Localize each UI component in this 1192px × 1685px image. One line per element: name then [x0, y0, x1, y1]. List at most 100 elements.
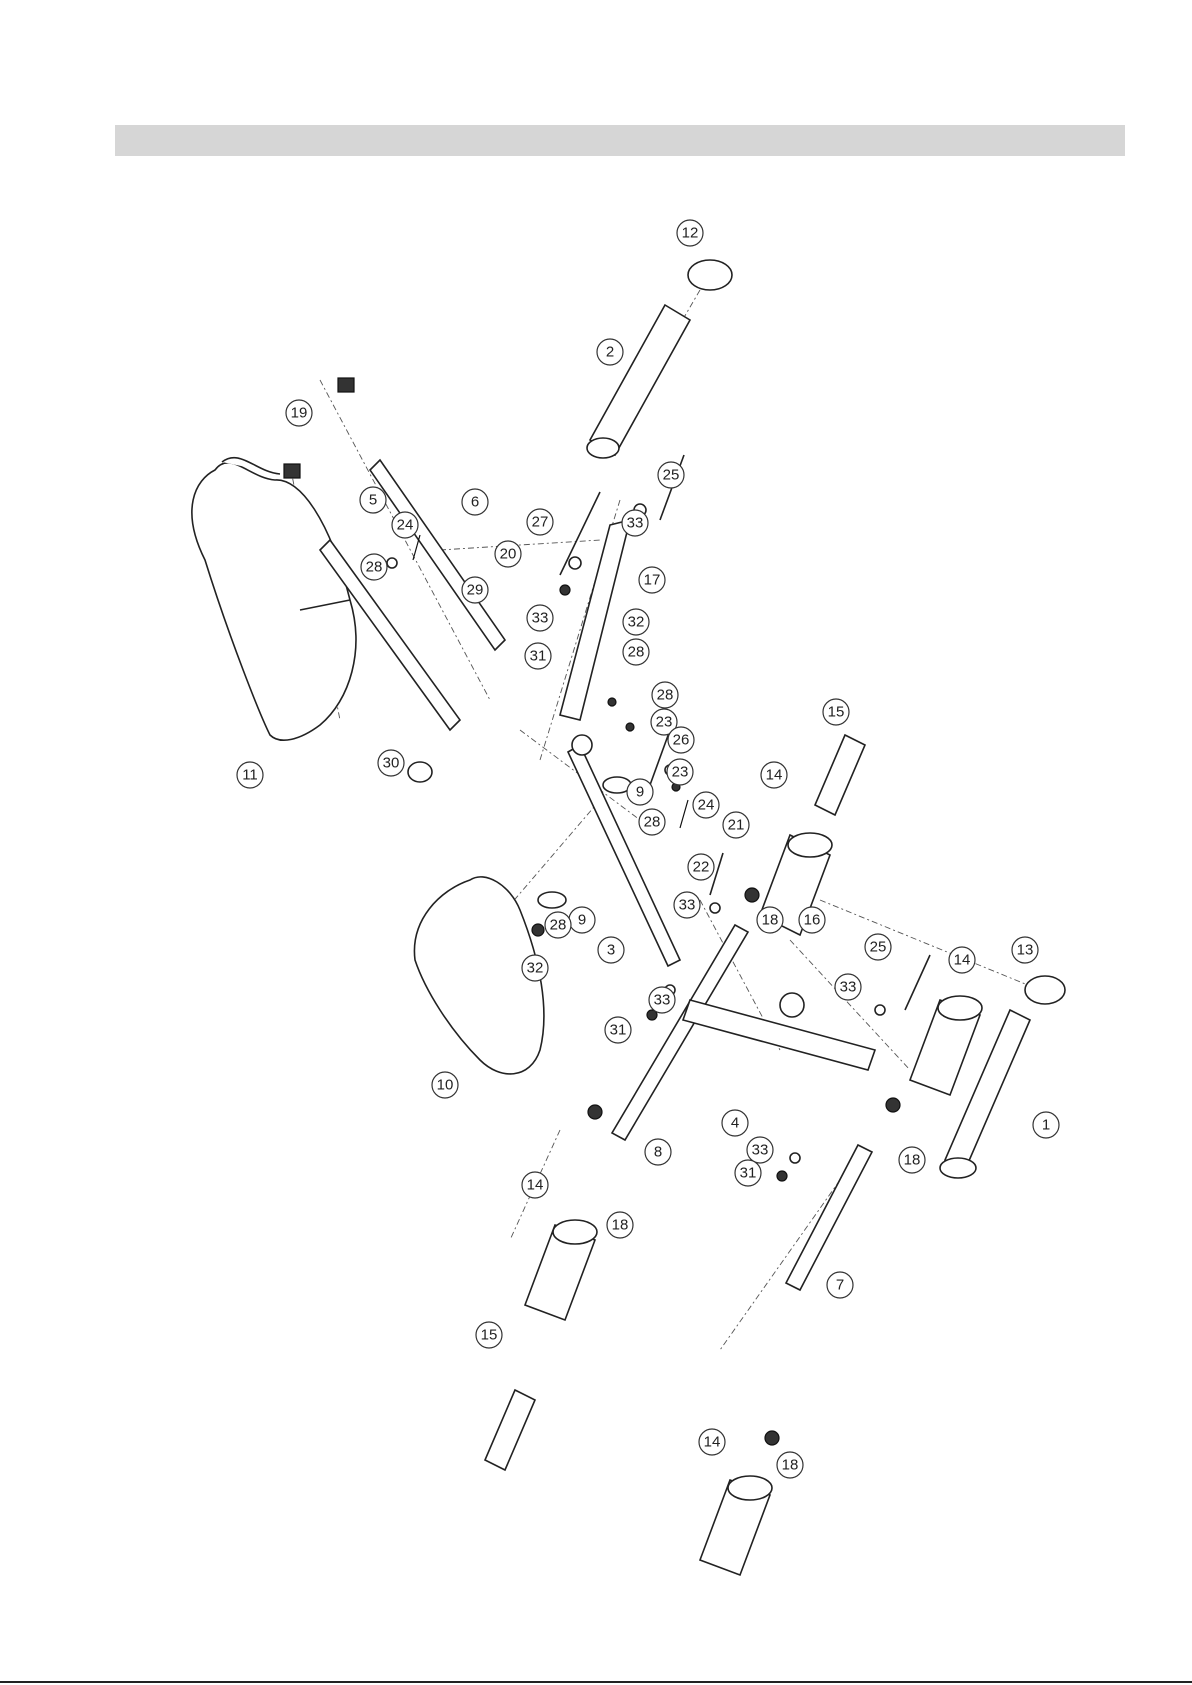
svg-text:9: 9	[636, 784, 644, 801]
svg-text:33: 33	[679, 897, 696, 914]
svg-text:27: 27	[532, 514, 549, 531]
svg-text:15: 15	[481, 1327, 498, 1344]
svg-text:6: 6	[471, 494, 479, 511]
callout-6: 6	[462, 489, 488, 515]
svg-text:23: 23	[656, 714, 673, 731]
svg-text:12: 12	[682, 225, 699, 242]
svg-text:32: 32	[628, 614, 645, 631]
callout-22: 22	[688, 854, 714, 880]
svg-text:14: 14	[704, 1434, 721, 1451]
callout-33c: 33	[674, 892, 700, 918]
svg-text:4: 4	[731, 1115, 739, 1132]
svg-text:21: 21	[728, 817, 745, 834]
callout-19: 19	[286, 400, 312, 426]
svg-text:31: 31	[610, 1022, 627, 1039]
callout-11: 11	[237, 762, 263, 788]
callout-28b: 28	[623, 639, 649, 665]
callout-18b: 18	[899, 1147, 925, 1173]
svg-text:24: 24	[698, 797, 715, 814]
svg-text:33: 33	[752, 1142, 769, 1159]
svg-text:32: 32	[527, 960, 544, 977]
callout-25b: 25	[865, 934, 891, 960]
callout-8: 8	[645, 1139, 671, 1165]
svg-text:24: 24	[397, 517, 414, 534]
svg-text:28: 28	[657, 687, 674, 704]
callout-13: 13	[1012, 937, 1038, 963]
callout-7: 7	[827, 1272, 853, 1298]
callout-5: 5	[360, 487, 386, 513]
roller-tubes	[612, 925, 872, 1290]
callout-31b: 31	[605, 1017, 631, 1043]
svg-text:18: 18	[762, 912, 779, 929]
backrest-bracket	[560, 520, 630, 720]
svg-text:28: 28	[644, 814, 661, 831]
svg-text:17: 17	[644, 572, 661, 589]
svg-text:18: 18	[612, 1217, 629, 1234]
callout-28c: 28	[652, 682, 678, 708]
callout-24b: 24	[693, 792, 719, 818]
callout-32: 32	[623, 609, 649, 635]
svg-text:33: 33	[840, 979, 857, 996]
callouts: 12 2 19 19 5 24 6 27 25 33 28 20 29 17 3…	[0, 0, 1059, 1478]
svg-text:3: 3	[607, 942, 615, 959]
callout-33b: 33	[527, 605, 553, 631]
svg-text:19: 19	[291, 405, 308, 422]
svg-text:25: 25	[663, 467, 680, 484]
svg-text:8: 8	[654, 1144, 662, 1161]
svg-text:1: 1	[1042, 1117, 1050, 1134]
callout-18: 18	[757, 907, 783, 933]
svg-text:14: 14	[766, 767, 783, 784]
callout-31: 31	[525, 643, 551, 669]
svg-text:28: 28	[366, 559, 383, 576]
svg-text:16: 16	[804, 912, 821, 929]
callout-9: 9	[627, 779, 653, 805]
callout-31c: 31	[735, 1160, 761, 1186]
foam-rollers	[525, 833, 982, 1575]
callout-28e: 28	[639, 809, 665, 835]
svg-text:11: 11	[242, 767, 258, 784]
svg-text:30: 30	[383, 755, 400, 772]
callout-15b: 15	[476, 1322, 502, 1348]
svg-text:31: 31	[530, 648, 547, 665]
callout-20: 20	[495, 541, 521, 567]
callout-25: 25	[658, 462, 684, 488]
callout-18c: 18	[607, 1212, 633, 1238]
svg-text:7: 7	[836, 1277, 844, 1294]
callout-18d: 18	[777, 1452, 803, 1478]
callout-10: 10	[432, 1072, 458, 1098]
svg-text:28: 28	[550, 917, 567, 934]
callout-29: 29	[462, 577, 488, 603]
svg-text:20: 20	[500, 546, 517, 563]
callout-14b: 14	[949, 947, 975, 973]
callout-28: 28	[361, 554, 387, 580]
upper-arm-tube	[587, 305, 690, 458]
callout-33e: 33	[835, 974, 861, 1000]
svg-text:26: 26	[673, 732, 690, 749]
callout-26: 26	[668, 727, 694, 753]
callout-14d: 14	[699, 1429, 725, 1455]
callout-24: 24	[392, 512, 418, 538]
callout-16: 16	[799, 907, 825, 933]
callout-2: 2	[597, 339, 623, 365]
svg-text:18: 18	[904, 1152, 921, 1169]
svg-text:14: 14	[954, 952, 971, 969]
callout-30: 30	[378, 750, 404, 776]
svg-text:33: 33	[654, 992, 671, 1009]
callout-4: 4	[722, 1110, 748, 1136]
callout-23b: 23	[667, 759, 693, 785]
svg-text:18: 18	[782, 1457, 799, 1474]
callout-21: 21	[723, 812, 749, 838]
callout-12: 12	[677, 220, 703, 246]
svg-text:25: 25	[870, 939, 887, 956]
footer-rule	[0, 1681, 1192, 1683]
callout-33f: 33	[747, 1137, 773, 1163]
svg-text:33: 33	[627, 515, 644, 532]
callout-27: 27	[527, 509, 553, 535]
svg-text:23: 23	[672, 764, 689, 781]
svg-text:31: 31	[740, 1165, 757, 1182]
callout-14c: 14	[522, 1172, 548, 1198]
svg-text:28: 28	[628, 644, 645, 661]
callout-15: 15	[823, 699, 849, 725]
callout-28f: 28	[545, 912, 571, 938]
